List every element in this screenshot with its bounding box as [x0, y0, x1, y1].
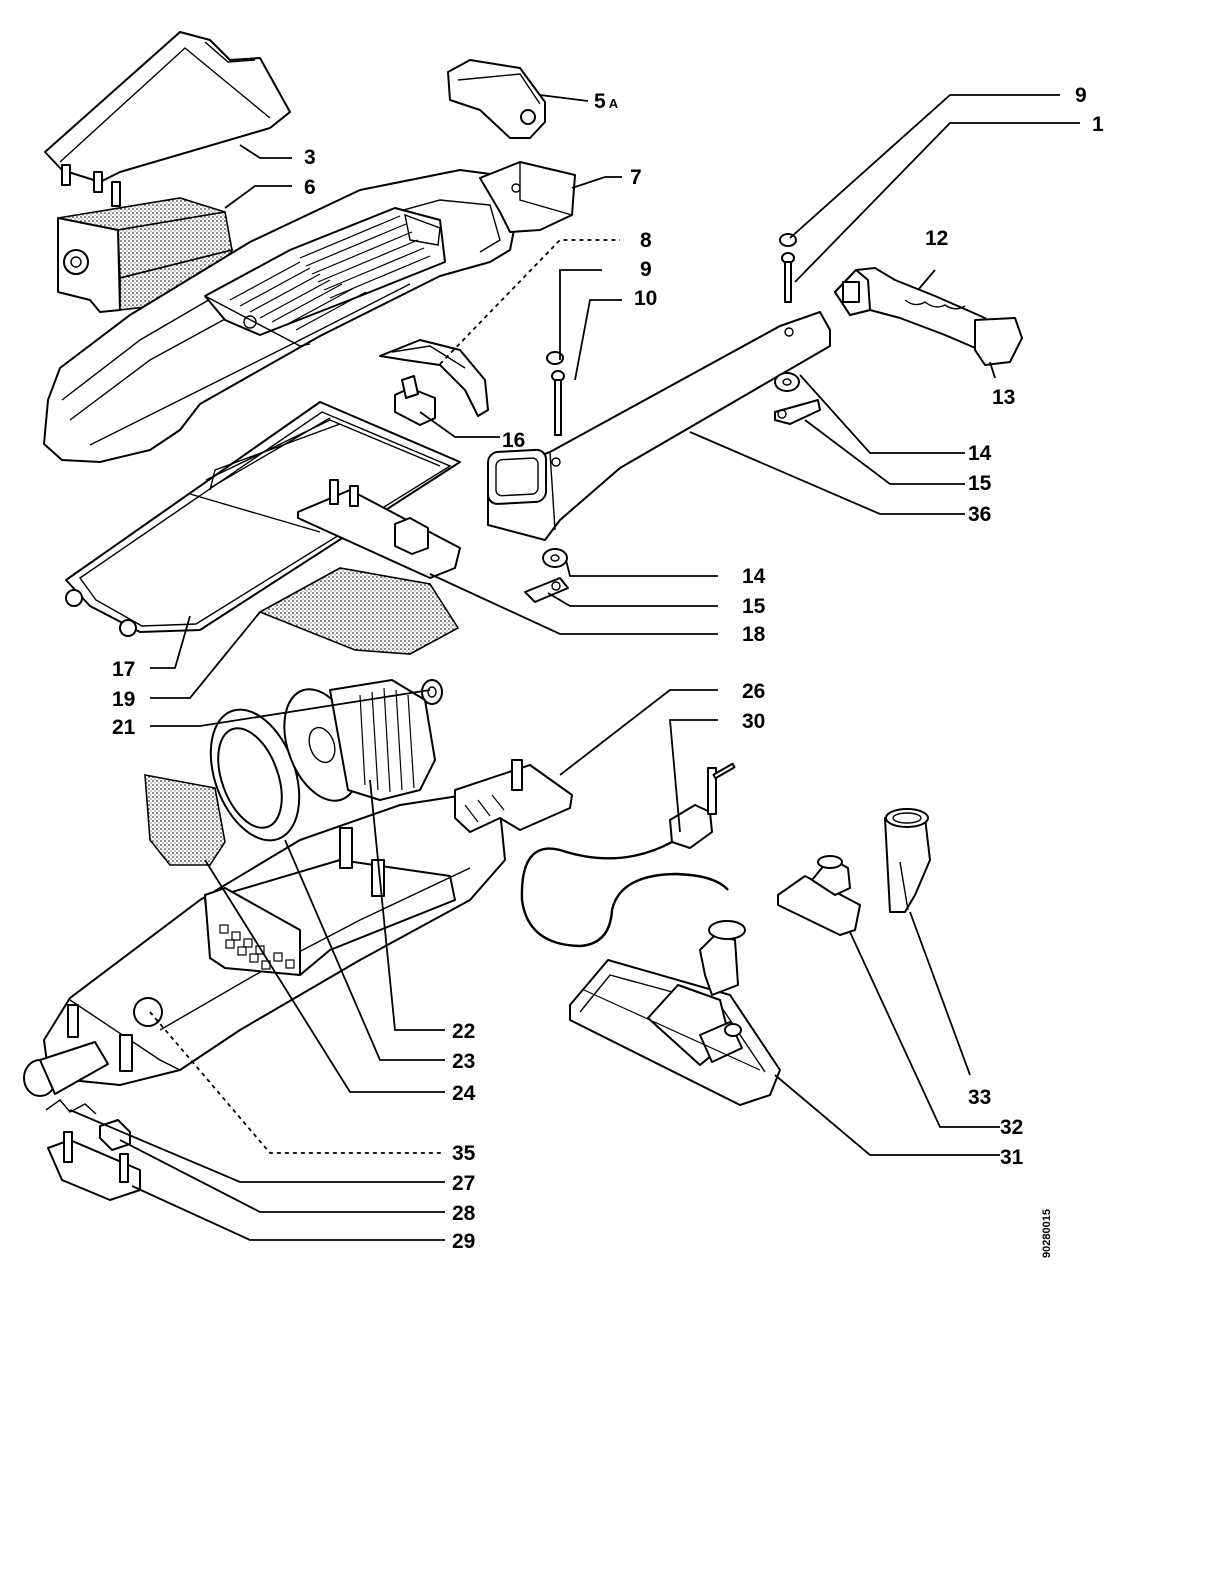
label-16: 16 — [502, 429, 525, 452]
leader-lines — [69, 94, 1080, 1241]
label-30: 30 — [742, 710, 765, 733]
parts-27-28-29-clips — [45, 1099, 141, 1201]
label-15a: 15 — [968, 472, 992, 495]
label-26: 26 — [742, 680, 765, 703]
part-12-13-grip — [834, 267, 1023, 366]
label-21: 21 — [112, 716, 136, 739]
part-33-crevice-tool — [884, 808, 931, 913]
label-33: 33 — [968, 1086, 991, 1109]
drawing-code: 90280015 — [1041, 1209, 1053, 1258]
label-22: 22 — [452, 1020, 475, 1043]
motor-assembly — [209, 679, 443, 842]
lower-housing — [23, 759, 573, 1097]
nuts-washers-14-15 — [524, 372, 821, 603]
label-15b: 15 — [742, 595, 766, 618]
part-3-top-lid — [44, 31, 291, 207]
label-35: 35 — [452, 1142, 476, 1165]
label-17: 17 — [112, 658, 135, 681]
label-7: 7 — [630, 166, 642, 189]
label-14b: 14 — [742, 565, 766, 588]
label-18: 18 — [742, 623, 766, 646]
part-32-upholstery-tool — [777, 855, 861, 936]
label-8: 8 — [640, 229, 652, 252]
label-28: 28 — [452, 1202, 476, 1225]
part-5a-clip-cap — [447, 59, 546, 139]
part-19-filter-mat — [258, 567, 460, 655]
part-17-frame — [65, 401, 461, 637]
part-31-floor-nozzle — [569, 920, 781, 1106]
label-32: 32 — [1000, 1116, 1023, 1139]
label-36: 36 — [968, 503, 991, 526]
part-8-curved-cover — [379, 339, 489, 417]
label-1: 1 — [1092, 113, 1104, 136]
label-24: 24 — [452, 1082, 476, 1105]
label-10: 10 — [634, 287, 657, 310]
label-14a: 14 — [968, 442, 992, 465]
label-3: 3 — [304, 146, 316, 169]
label-9a: 9 — [640, 258, 652, 281]
label-29: 29 — [452, 1230, 475, 1253]
main-upper-housing — [43, 161, 576, 463]
part-30-plug-cord — [520, 762, 736, 948]
label-19: 19 — [112, 688, 135, 711]
label-9b: 9 — [1075, 84, 1087, 107]
label-13: 13 — [992, 386, 1015, 409]
screws-9-10 — [546, 233, 797, 436]
part-24-secondary-filter — [144, 774, 226, 866]
label-6: 6 — [304, 176, 316, 199]
label-27: 27 — [452, 1172, 475, 1195]
label-31: 31 — [1000, 1146, 1024, 1169]
part-36-handle-tube — [487, 311, 831, 541]
label-12: 12 — [925, 227, 948, 250]
label-23: 23 — [452, 1050, 475, 1073]
